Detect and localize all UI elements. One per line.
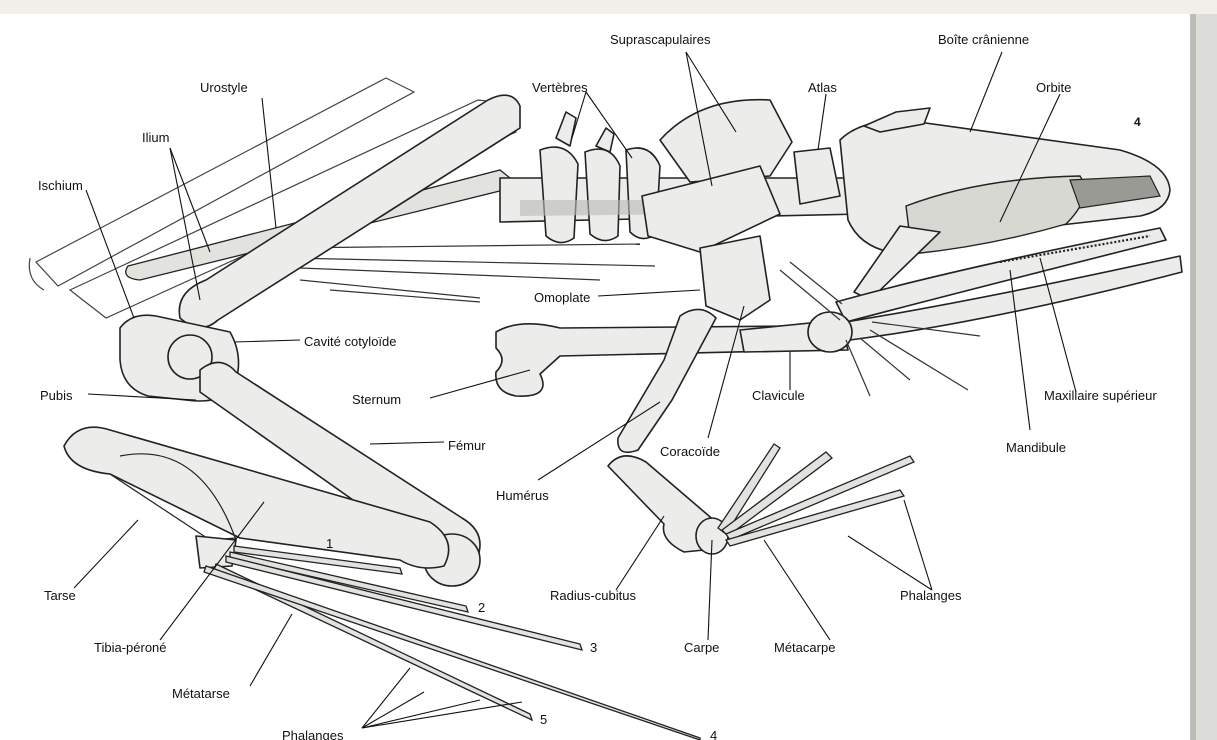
label-omoplate: Omoplate [534,290,590,305]
label-atlas: Atlas [808,80,837,95]
figure-number: 4 [1134,115,1141,129]
label-mandibule: Mandibule [1006,440,1066,455]
label-tibia-perone: Tibia-péroné [94,640,167,655]
label-phalanges-hand: Phalanges [900,588,962,603]
label-boite-cranienne: Boîte crânienne [938,32,1029,47]
label-cavite-cotyloide: Cavité cotyloïde [304,334,397,349]
label-sternum: Sternum [352,392,401,407]
label-metacarpe: Métacarpe [774,640,835,655]
omoplate-bone [700,236,770,320]
label-ischium: Ischium [38,178,83,193]
shoulder-joint [808,312,852,352]
label-clavicule: Clavicule [752,388,805,403]
toe-number-2: 2 [478,600,485,615]
label-ilium: Ilium [142,130,169,145]
label-urostyle: Urostyle [200,80,248,95]
label-femur: Fémur [448,438,486,453]
toe-number-5: 5 [540,712,547,727]
label-tarse: Tarse [44,588,76,603]
toe-number-4: 4 [710,728,717,740]
label-pubis: Pubis [40,388,73,403]
label-humerus: Humérus [496,488,549,503]
label-maxillaire-superieur: Maxillaire supérieur [1044,388,1157,403]
label-carpe: Carpe [684,640,719,655]
label-coracoide: Coracoïde [660,444,720,459]
page-edge-shadow [1196,14,1217,740]
label-orbite: Orbite [1036,80,1071,95]
label-vertebres: Vertèbres [532,80,588,95]
label-suprascapulaires: Suprascapulaires [610,32,711,47]
label-metatarse: Métatarse [172,686,230,701]
toe-number-3: 3 [590,640,597,655]
label-radius-cubitus: Radius-cubitus [550,588,636,603]
label-phalanges-foot: Phalanges [282,728,344,740]
toe-number-1: 1 [326,536,333,551]
